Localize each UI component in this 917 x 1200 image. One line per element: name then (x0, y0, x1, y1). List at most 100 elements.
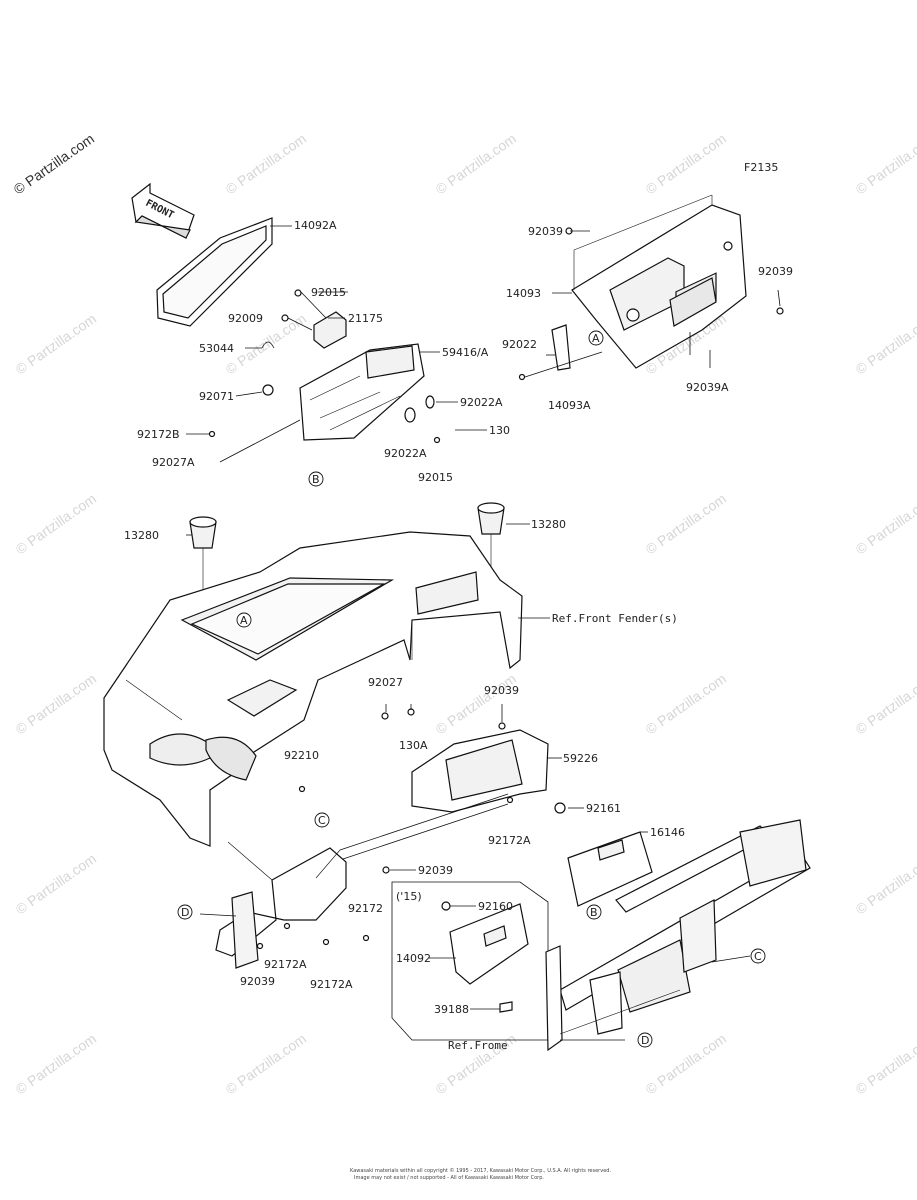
label-13280: 13280 (531, 518, 566, 531)
part-frame (545, 819, 811, 1052)
label-92172: 92172 (348, 902, 383, 915)
part-14092A-frame (156, 217, 292, 327)
label-92172A: 92172A (310, 978, 353, 991)
callout-c-circle (750, 948, 766, 964)
callout-d: D (181, 906, 189, 919)
leader-lines (186, 230, 781, 1010)
callout-c-circle (314, 812, 330, 828)
callout-circles: A A B B C C D D (177, 330, 766, 1048)
bolt-icon (281, 314, 289, 322)
watermark: © Partzilla.com (13, 1030, 99, 1097)
label-14092A: 14092A (294, 219, 337, 232)
label-130: 130 (489, 424, 510, 437)
callout-b: B (590, 906, 598, 919)
label-16146: 16146 (650, 826, 685, 839)
watermark: © Partzilla.com (13, 670, 99, 737)
label-53044: 53044 (199, 342, 234, 355)
grommet-icon (441, 901, 451, 911)
watermark: © Partzilla.com (13, 490, 99, 557)
nut-icon (298, 785, 306, 793)
watermark: © Partzilla.com (13, 850, 99, 917)
label-92009: 92009 (228, 312, 263, 325)
label-92039A: 92039A (686, 381, 729, 394)
callout-a-circle (588, 330, 604, 346)
label-92015: 92015 (311, 286, 346, 299)
bolt-icon (776, 307, 784, 315)
part-21175-module (261, 289, 347, 349)
nut-icon (381, 712, 389, 720)
label-92039: 92039 (484, 684, 519, 697)
watermark: © Partzilla.com (853, 310, 917, 377)
label-39188: 39188 (434, 1003, 469, 1016)
part-dashboard-body (103, 531, 550, 847)
label-92027A: 92027A (152, 456, 195, 469)
washer-icon (404, 407, 416, 423)
bolt-icon (283, 922, 291, 930)
label-14093A: 14093A (548, 399, 591, 412)
watermark: © Partzilla.com (853, 130, 917, 197)
part-lower-brace (215, 793, 509, 969)
label-59416A: 59416/A (442, 346, 489, 359)
callout-d: D (641, 1034, 649, 1047)
watermark: © Partzilla.com (643, 490, 729, 557)
watermark: © Partzilla.com (643, 670, 729, 737)
part-59416A-bracket (208, 343, 487, 463)
callout-b: B (312, 473, 320, 486)
bolt-icon (256, 942, 264, 950)
label-92015: 92015 (418, 471, 453, 484)
nut-icon (433, 436, 441, 444)
front-arrow: FRONT (131, 182, 195, 239)
label-92039: 92039 (528, 225, 563, 238)
label-92172A: 92172A (488, 834, 531, 847)
bolt-icon (506, 796, 514, 804)
part-14093-instrument-panel (518, 194, 784, 381)
part-labels: 14092A 92015 92009 21175 53044 59416/A 9… (124, 219, 793, 1052)
callout-a: A (240, 614, 248, 627)
bolt-icon (382, 866, 390, 874)
watermark: © Partzilla.com (223, 130, 309, 197)
watermark: © Partzilla.com (223, 1030, 309, 1097)
callout-d-circle (637, 1032, 653, 1048)
footer-copyright: Kawasaki materials within all copyright … (350, 1167, 611, 1174)
label-92160: 92160 (478, 900, 513, 913)
label-92039: 92039 (758, 265, 793, 278)
footer-note: Image may not exist / not supported - Al… (354, 1175, 544, 1181)
watermark: © Partzilla.com (853, 490, 917, 557)
callout-c: C (318, 814, 326, 827)
label-92039: 92039 (418, 864, 453, 877)
label-59226: 59226 (563, 752, 598, 765)
bolt-icon (362, 934, 370, 942)
inset-title: ('15) (396, 890, 422, 903)
watermark: © Partzilla.com (433, 670, 519, 737)
figure-code: F2135 (744, 161, 778, 174)
bolt-icon (208, 430, 216, 438)
bolt-icon (498, 722, 506, 730)
callout-b-circle (586, 904, 602, 920)
watermark: © Partzilla.com (643, 1030, 729, 1097)
label-14093: 14093 (506, 287, 541, 300)
part-59226-glovebox-housing (298, 708, 566, 814)
label-92172B: 92172B (137, 428, 180, 441)
watermark: © Partzilla.com (643, 130, 729, 197)
nut-icon (518, 373, 526, 381)
label-92210: 92210 (284, 749, 319, 762)
label-21175: 21175 (348, 312, 383, 325)
label-92172A: 92172A (264, 958, 307, 971)
callout-c: C (754, 950, 762, 963)
callout-a: A (592, 332, 600, 345)
label-130A: 130A (399, 739, 428, 752)
label-ref-frame: Ref.Frome (448, 1039, 508, 1052)
label-ref-front-fender: Ref.Front Fender(s) (552, 612, 678, 625)
washer-icon (425, 395, 435, 409)
watermark: © Partzilla.com (853, 1030, 917, 1097)
copyright-mark: © Partzilla.com (11, 130, 97, 197)
watermark: © Partzilla.com (433, 130, 519, 197)
callout-a-circle (236, 612, 252, 628)
grommet-icon (554, 802, 566, 814)
label-13280: 13280 (124, 529, 159, 542)
label-92022A: 92022A (460, 396, 503, 409)
watermark: © Partzilla.com (853, 850, 917, 917)
label-92022A: 92022A (384, 447, 427, 460)
bolt-icon (294, 289, 302, 297)
